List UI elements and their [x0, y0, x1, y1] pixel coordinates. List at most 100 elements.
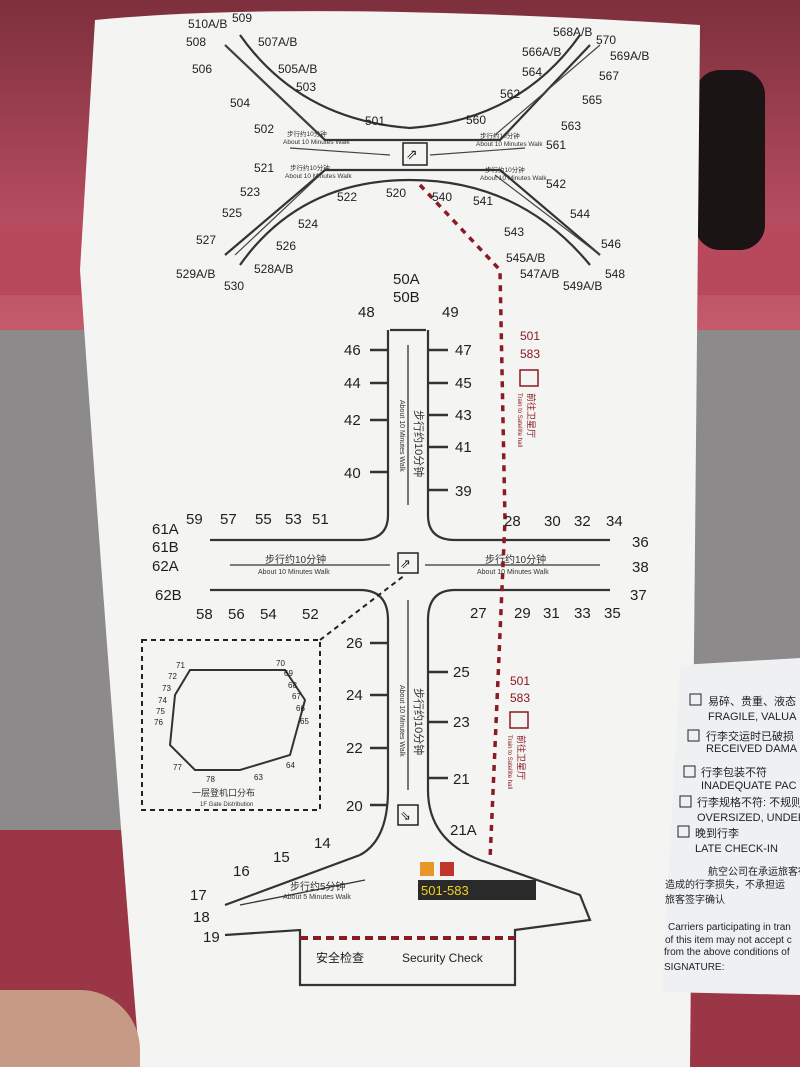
gate-59: 59: [186, 511, 203, 528]
escalator-glyph-bottom: ⇘: [400, 808, 411, 823]
gate-38: 38: [632, 559, 649, 576]
gate-20: 20: [346, 798, 363, 815]
gate-19: 19: [203, 929, 220, 946]
train-cn-top: 前往卫星厅: [526, 393, 537, 438]
gate-526: 526: [276, 239, 296, 253]
gate-52: 52: [302, 606, 319, 623]
checkbox-2: [687, 729, 700, 742]
gate-43: 43: [455, 407, 472, 424]
gate-505ab: 505A/B: [278, 62, 317, 76]
gate-66: 66: [296, 704, 305, 713]
gate-522: 522: [337, 190, 357, 204]
dist-en: 1F Gate Distribution: [200, 802, 253, 808]
gate-35: 35: [604, 605, 621, 622]
checkbox-3: [683, 765, 696, 778]
sat-walk-en-2: About 10 Minutes Walk: [285, 173, 352, 180]
train-en-bottom: Train to Satellite hall: [506, 735, 512, 789]
gate-50a: 50A: [393, 271, 420, 288]
walk-west-en: About 10 Minutes Walk: [258, 569, 330, 576]
tag-item5-cn: 晚到行李: [695, 826, 739, 840]
gate-524: 524: [298, 217, 318, 231]
gate-71: 71: [176, 661, 185, 670]
walk-west-cn: 步行约10分钟: [265, 553, 326, 566]
gate-562: 562: [500, 87, 520, 101]
tag-note-en2: of this item may not accept c: [665, 935, 792, 946]
train-route-line: [418, 183, 507, 861]
train-range-top-a: 501: [520, 329, 540, 343]
gate-548: 548: [605, 267, 625, 281]
info-icon: [420, 862, 434, 876]
gate-542: 542: [546, 177, 566, 191]
hand: [0, 990, 140, 1067]
gate-561: 561: [546, 138, 566, 152]
sat-walk-cn-2: 步行约10分钟: [290, 163, 330, 172]
sat-walk-en-3: About 10 Minutes Walk: [476, 141, 543, 148]
gate-541: 541: [473, 194, 493, 208]
gate-560: 560: [466, 113, 486, 127]
gate-570: 570: [596, 33, 616, 47]
gate-45: 45: [455, 375, 472, 392]
tag-note-cn2: 造成的行李损失，不承担运: [665, 878, 785, 891]
walk-east-en: About 10 Minutes Walk: [477, 569, 549, 576]
1f-distribution-box: [141, 639, 321, 811]
gate-501: 501: [365, 114, 385, 128]
dist-cn: 一层登机口分布: [192, 787, 255, 798]
gate-36: 36: [632, 534, 649, 551]
gate-546: 546: [601, 237, 621, 251]
gate-21a: 21A: [450, 822, 477, 839]
gate-27: 27: [470, 605, 487, 622]
gate-48: 48: [358, 304, 375, 321]
main-concourse-outline: [210, 328, 610, 987]
gate-68: 68: [288, 681, 297, 690]
gate-stubs: [370, 348, 448, 807]
escalator-glyph-center: ⇗: [400, 556, 411, 571]
gate-21: 21: [453, 771, 470, 788]
gate-49: 49: [442, 304, 459, 321]
gate-521: 521: [254, 161, 274, 175]
tag-note-en1: Carriers participating in tran: [668, 922, 791, 933]
gate-37: 37: [630, 587, 647, 604]
gate-57: 57: [220, 511, 237, 528]
gate-547ab: 547A/B: [520, 267, 559, 281]
gate-54: 54: [260, 606, 277, 623]
gate-529ab: 529A/B: [176, 267, 215, 281]
gate-76: 76: [154, 718, 163, 727]
card-paper: [80, 11, 700, 1067]
gate-540: 540: [432, 190, 452, 204]
gate-530: 530: [224, 279, 244, 293]
gate-506: 506: [192, 62, 212, 76]
checkbox-1: [689, 693, 702, 706]
gate-72: 72: [168, 672, 177, 681]
satellite-arrows: [224, 44, 601, 256]
escalator-icon-bottom: [397, 804, 419, 826]
walk5-cn: 步行约5分钟: [290, 880, 346, 893]
gate-58: 58: [196, 606, 213, 623]
gate-25: 25: [453, 664, 470, 681]
gate-33: 33: [574, 605, 591, 622]
gate-30: 30: [544, 513, 561, 530]
gate-566ab: 566A/B: [522, 45, 561, 59]
background-bag: [695, 70, 765, 250]
tag-item2-cn: 行李交运时已破损: [706, 729, 794, 743]
tag-item2-en: RECEIVED DAMA: [706, 743, 798, 755]
gate-77: 77: [173, 763, 182, 772]
gate-40: 40: [344, 465, 361, 482]
checkbox-4: [679, 795, 692, 808]
gate-67: 67: [292, 692, 301, 701]
gate-62b: 62B: [155, 587, 182, 604]
gate-34: 34: [606, 513, 623, 530]
train-icon-bottom: [509, 711, 529, 729]
gate-26: 26: [346, 635, 363, 652]
gate-64: 64: [286, 761, 295, 770]
escalator-glyph-top: ⇗: [406, 146, 418, 162]
gate-62a: 62A: [152, 558, 179, 575]
gate-46: 46: [344, 342, 361, 359]
gate-564: 564: [522, 65, 542, 79]
gate-569ab: 569A/B: [610, 49, 649, 63]
gate-51: 51: [312, 511, 329, 528]
walk-north-en: About 10 Minutes Walk: [398, 400, 405, 472]
gate-567: 567: [599, 69, 619, 83]
escalator-icon-top: [402, 142, 428, 166]
gate-23: 23: [453, 714, 470, 731]
